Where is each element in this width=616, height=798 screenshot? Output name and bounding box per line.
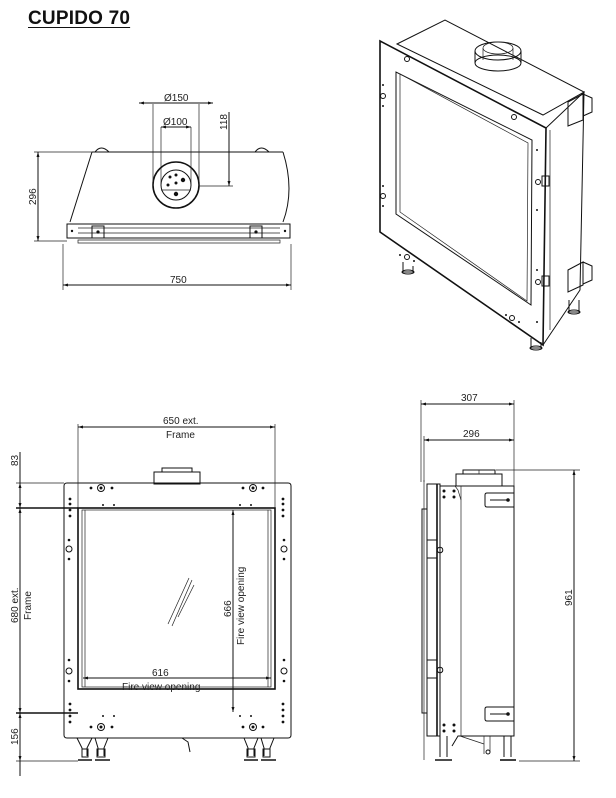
frame-height-value: 680 ext.: [10, 587, 21, 623]
isometric-view: [379, 19, 593, 351]
side-view: 307 296 961: [420, 393, 580, 762]
opening-height-value: 666: [223, 600, 234, 617]
opening-width-value: 616: [152, 668, 169, 679]
top-margin-label: 83: [10, 454, 21, 466]
top-view: Ø150 Ø100 118 296 750: [28, 93, 292, 290]
flue-offset-label: 118: [219, 114, 230, 130]
depth-label: 296: [28, 188, 39, 205]
drawing-title: CUPIDO 70: [28, 8, 131, 29]
width-label: 750: [170, 275, 187, 286]
body-depth-label: 296: [463, 429, 480, 440]
inner-diameter-label: Ø100: [163, 117, 188, 128]
front-view: 650 ext. Frame 83 680 ext. Frame 156 616…: [10, 416, 292, 776]
frame-width-value: 650 ext.: [163, 416, 199, 427]
frame-width-label: Frame: [166, 430, 195, 441]
frame-height-label: Frame: [23, 591, 34, 620]
overall-depth-label: 307: [461, 393, 478, 404]
opening-height-label: Fire view opening: [236, 567, 247, 645]
opening-width-label: Fire view opening: [122, 682, 200, 693]
outer-flue-ring: [152, 161, 200, 209]
bottom-margin-label: 156: [10, 728, 21, 745]
overall-height-label: 961: [564, 589, 575, 606]
outer-diameter-label: Ø150: [164, 93, 189, 104]
